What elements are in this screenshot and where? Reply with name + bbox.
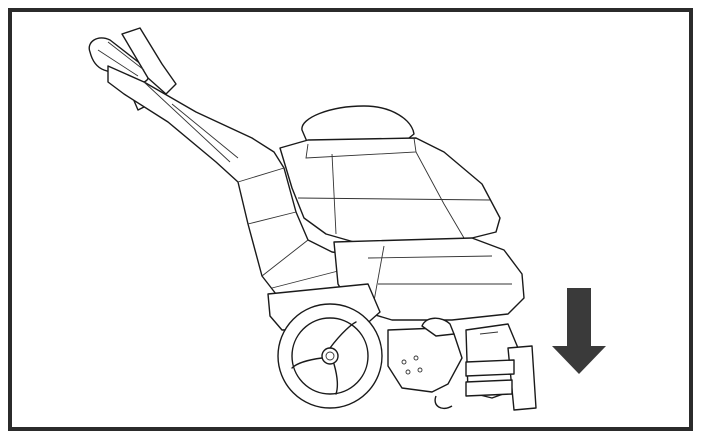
down-arrow-icon	[552, 288, 606, 374]
motor-hood	[279, 105, 501, 245]
tool-head	[387, 317, 537, 411]
machine-illustration	[88, 27, 606, 411]
figure-frame	[8, 8, 693, 431]
rear-wheel	[277, 303, 383, 409]
handle-arm	[107, 65, 369, 295]
